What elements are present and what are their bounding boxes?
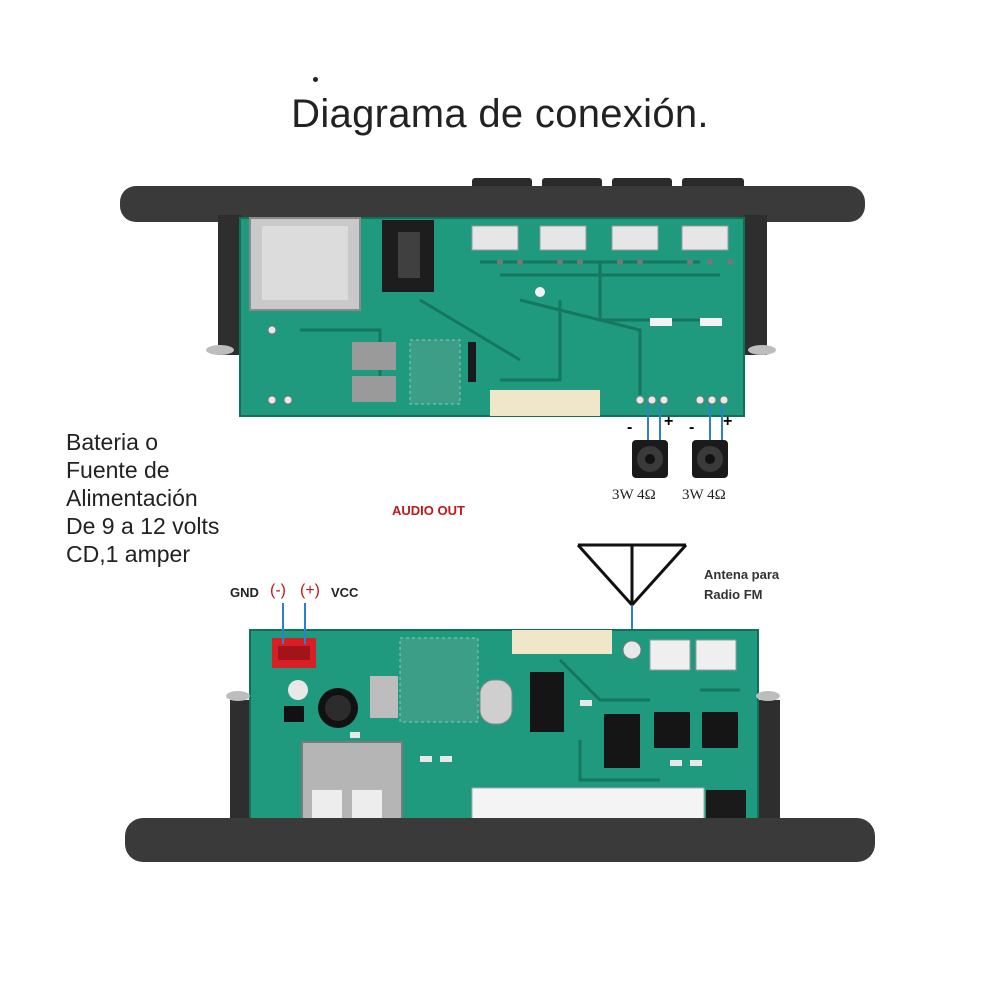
ic-chip xyxy=(530,672,564,732)
front-panel-frame xyxy=(125,818,875,862)
power-note-line: Bateria o xyxy=(66,428,219,456)
positive-terminal-label: (+) xyxy=(300,582,320,600)
speaker-icon xyxy=(692,440,728,478)
bottom-board xyxy=(125,630,875,862)
inductor xyxy=(352,376,396,402)
power-supply-note: Bateria o Fuente de Alimentación De 9 a … xyxy=(66,428,219,568)
side-bracket xyxy=(743,215,767,355)
top-board xyxy=(120,178,865,416)
antenna-pad xyxy=(623,641,641,659)
antenna-note-line: Radio FM xyxy=(704,585,779,605)
side-bracket xyxy=(218,215,242,355)
speaker-1-plus: + xyxy=(664,413,673,430)
antenna-note: Antena para Radio FM xyxy=(704,565,779,605)
speaker-1-rating: 3W 4Ω xyxy=(612,487,656,504)
power-note-line: Alimentación xyxy=(66,484,219,512)
bt-antenna-pad xyxy=(512,630,612,654)
power-note-line: CD,1 amper xyxy=(66,540,219,568)
speaker-connector xyxy=(696,640,736,670)
audio-out-label: AUDIO OUT xyxy=(392,503,465,518)
power-note-line: Fuente de xyxy=(66,456,219,484)
antenna-icon xyxy=(578,545,686,605)
tactile-switch xyxy=(682,226,728,250)
antenna-note-line: Antena para xyxy=(704,565,779,585)
speaker-connector xyxy=(650,640,690,670)
speaker-1-minus: - xyxy=(627,419,632,436)
speaker-2-minus: - xyxy=(689,419,694,436)
tactile-switch xyxy=(540,226,586,250)
negative-terminal-label: (-) xyxy=(270,582,286,600)
ic-chip xyxy=(604,714,640,768)
bt-module xyxy=(400,638,478,722)
speaker-2-rating: 3W 4Ω xyxy=(682,487,726,504)
tactile-switch xyxy=(612,226,658,250)
speaker-2-plus: + xyxy=(723,413,732,430)
vcc-label: VCC xyxy=(331,585,358,600)
tactile-switch xyxy=(472,226,518,250)
gnd-label: GND xyxy=(230,585,259,600)
inductor xyxy=(352,342,396,370)
speaker-icon xyxy=(632,440,668,478)
bt-antenna-pad xyxy=(490,390,600,416)
ic-chip xyxy=(702,712,738,748)
power-note-line: De 9 a 12 volts xyxy=(66,512,219,540)
ic-chip xyxy=(654,712,690,748)
